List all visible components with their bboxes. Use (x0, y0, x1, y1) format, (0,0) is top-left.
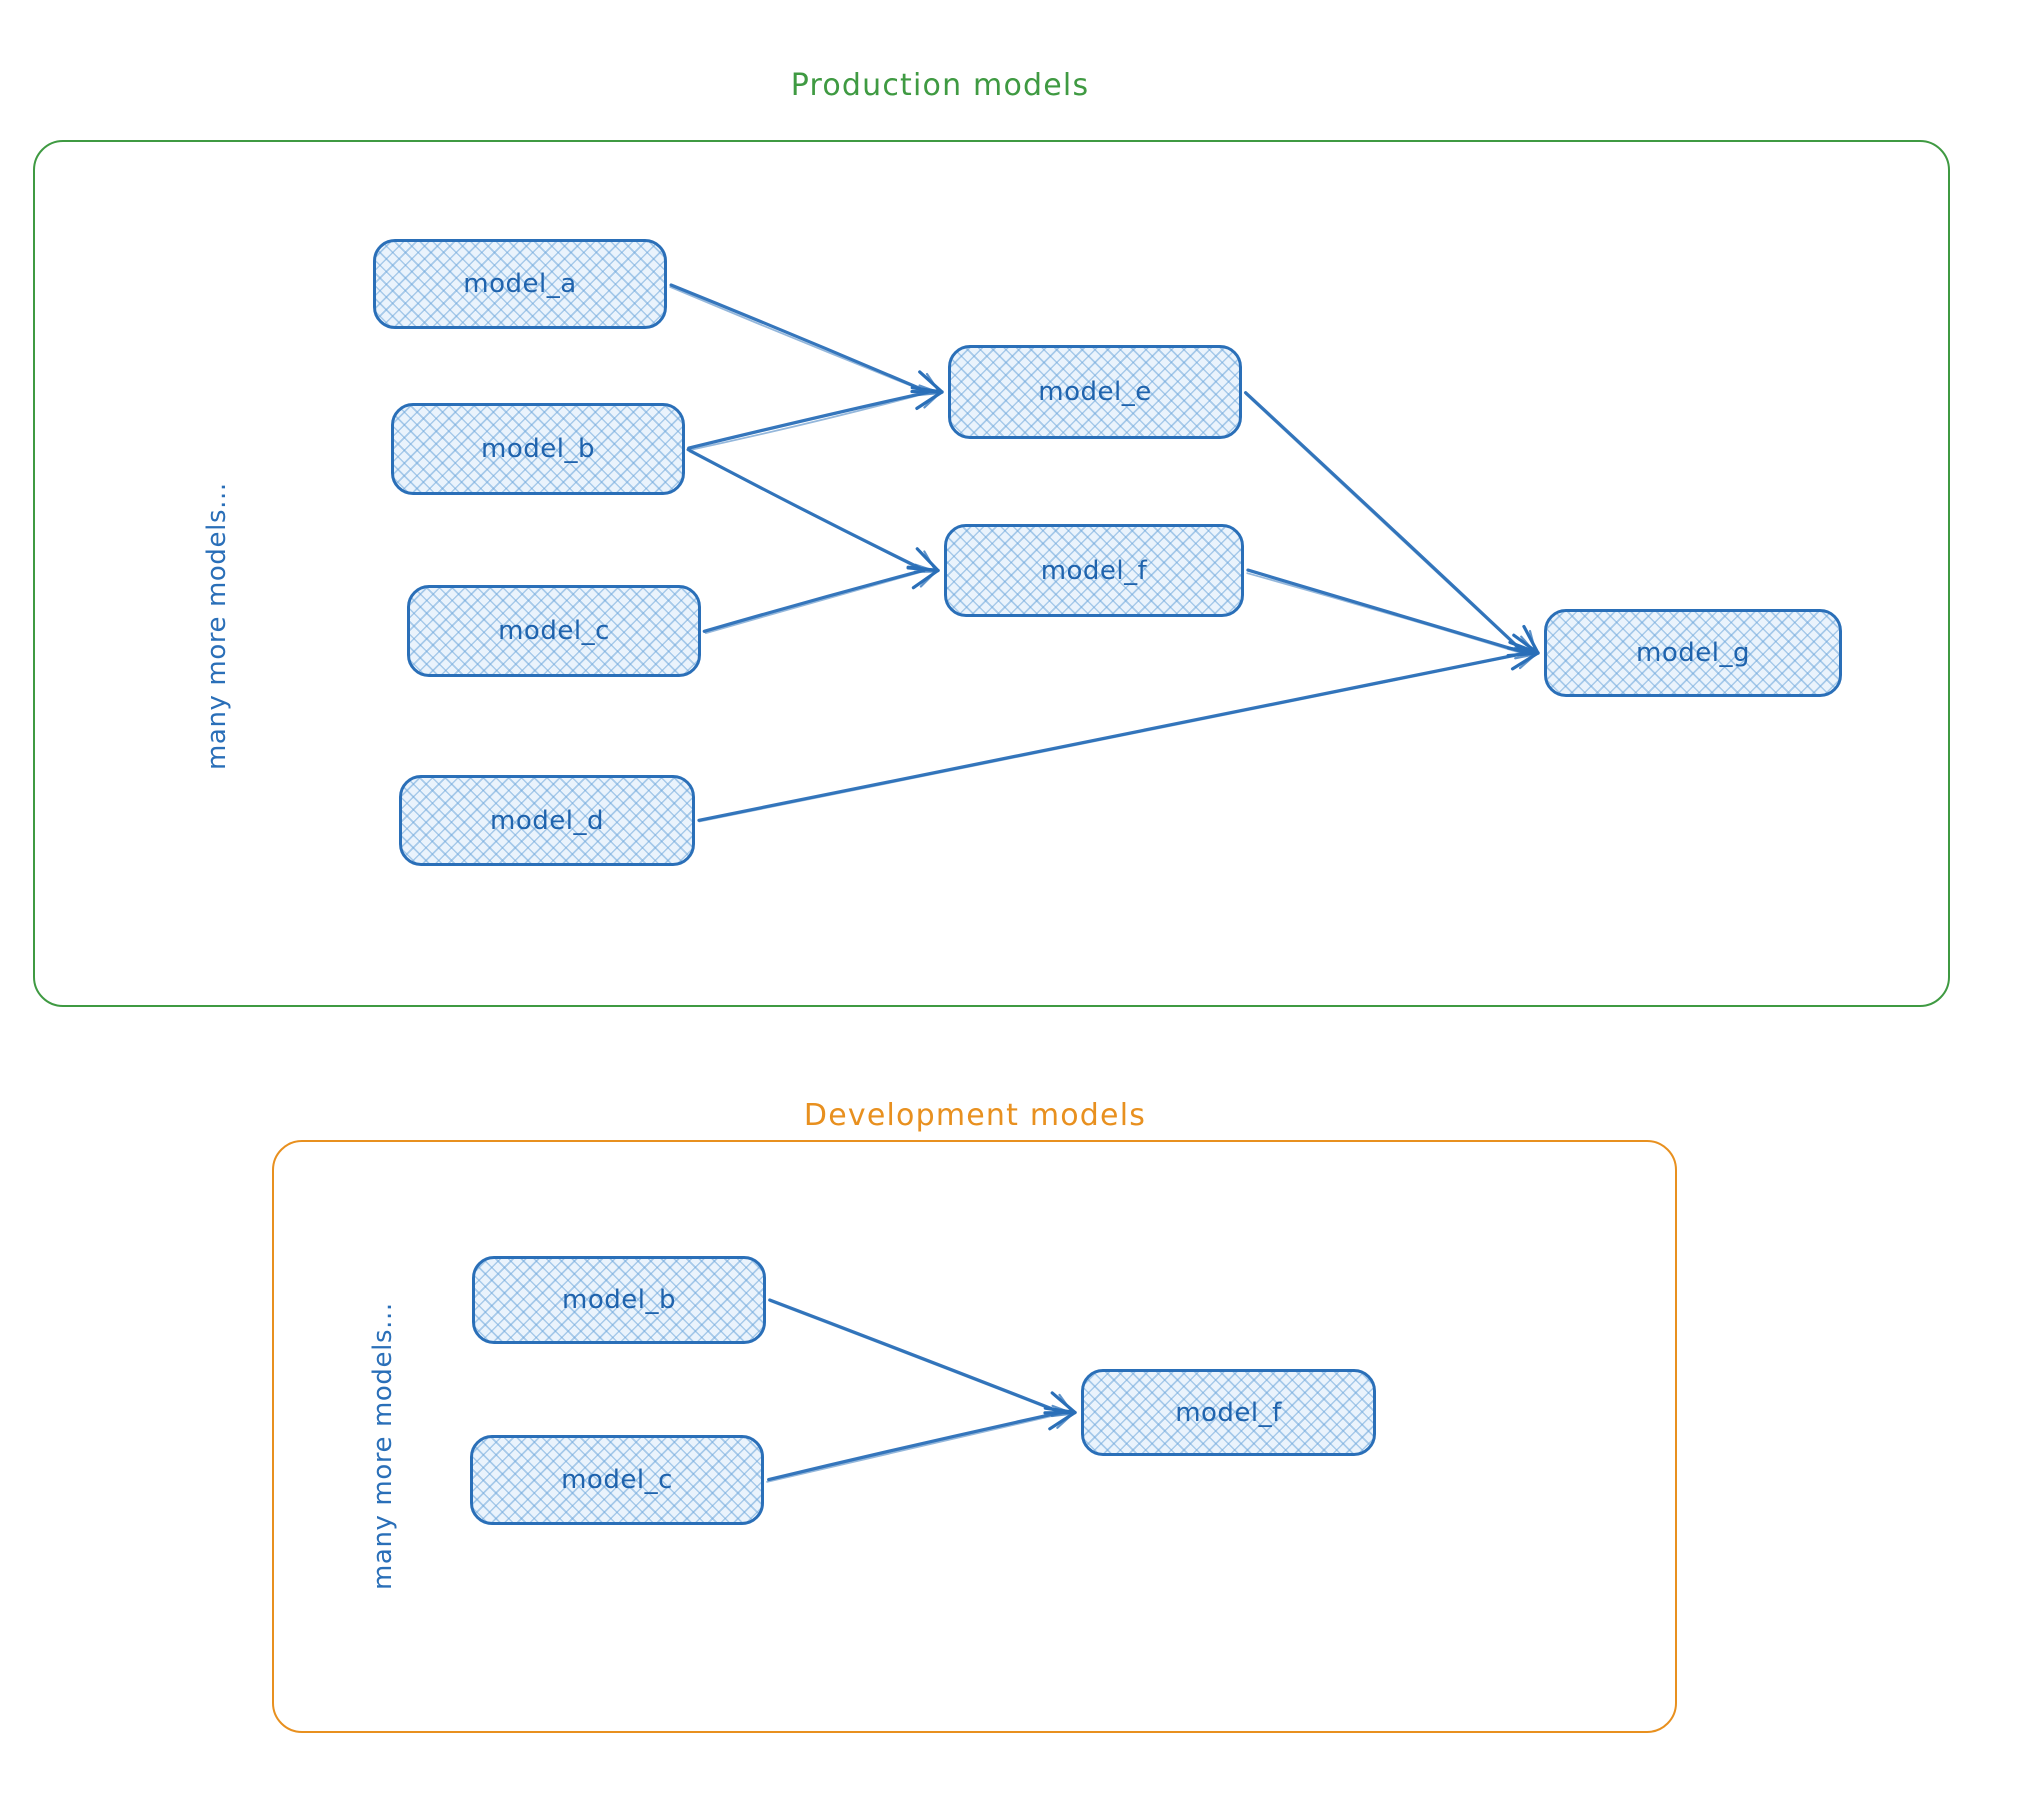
production-group-title: Production models (790, 68, 1090, 103)
node-prod_model_b[interactable]: model_b (391, 403, 685, 495)
node-label: model_c (561, 1465, 673, 1495)
node-label: model_f (1175, 1397, 1282, 1428)
node-prod_model_d[interactable]: model_d (399, 775, 695, 866)
development-group-title: Development models (803, 1098, 1147, 1133)
development-many-more-models-note: many more models... (368, 1302, 398, 1590)
node-label: model_b (562, 1285, 676, 1315)
node-label: model_d (490, 805, 604, 836)
node-prod_model_c[interactable]: model_c (407, 585, 701, 677)
node-dev_model_b[interactable]: model_b (472, 1256, 766, 1344)
node-label: model_e (1038, 377, 1152, 407)
node-label: model_f (1040, 555, 1148, 586)
production-edges (669, 283, 1540, 823)
node-prod_model_a[interactable]: model_a (373, 239, 667, 329)
node-prod_model_f[interactable]: model_f (944, 524, 1244, 617)
node-label: model_g (1636, 638, 1750, 668)
production-group-box (33, 140, 1950, 1007)
production-many-more-models-note: many more models... (202, 482, 232, 770)
node-label: model_c (498, 616, 610, 646)
node-prod_model_e[interactable]: model_e (948, 345, 1242, 439)
development-group-box (272, 1140, 1677, 1733)
node-prod_model_g[interactable]: model_g (1544, 609, 1842, 697)
node-label: model_a (463, 269, 577, 299)
node-dev_model_f[interactable]: model_f (1081, 1369, 1376, 1456)
development-edges (766, 1298, 1077, 1483)
node-dev_model_c[interactable]: model_c (470, 1435, 764, 1525)
node-label: model_b (481, 434, 595, 464)
